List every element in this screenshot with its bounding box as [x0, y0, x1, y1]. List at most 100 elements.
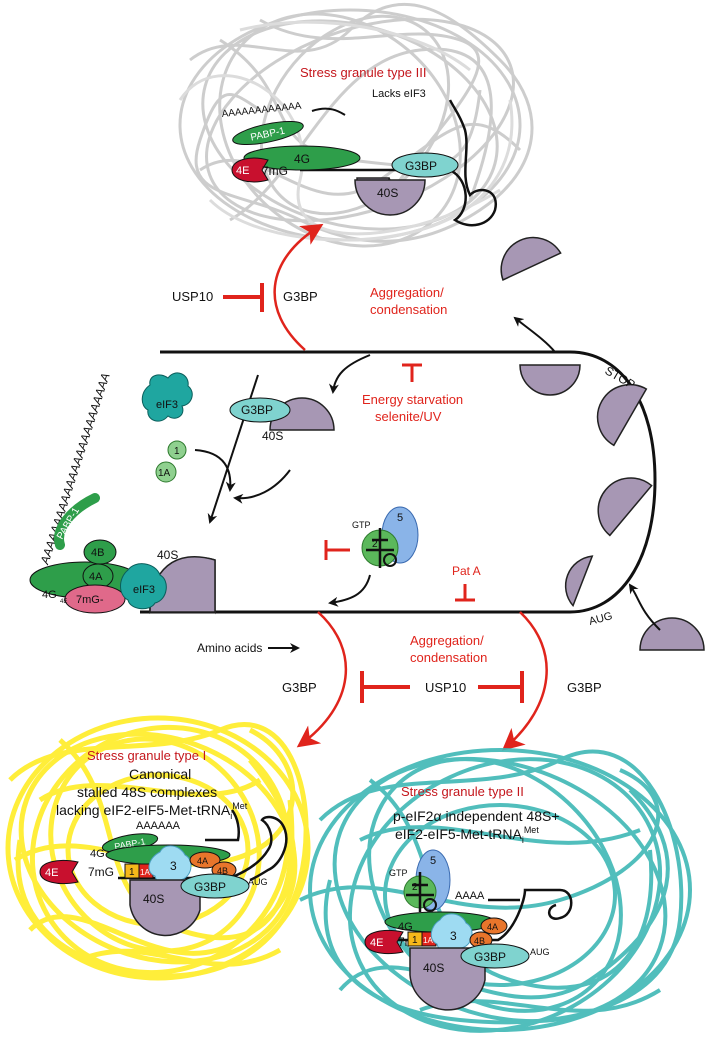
- free-40s-label: 40S: [262, 429, 283, 443]
- arrow-factors: [194, 449, 236, 492]
- granule-3-4e: [231, 157, 269, 183]
- arrow-to-top-ribosome: [513, 316, 556, 353]
- granule-2-eif2-label: 2: [412, 882, 418, 893]
- aggregation-bottom: Aggregation/: [410, 633, 484, 648]
- granule-3-g3bp-label: G3BP: [405, 159, 437, 173]
- granule-2-polya: AAAA: [455, 890, 485, 902]
- granule-3-pabp: [232, 120, 304, 146]
- granule-3-40s-dome: [354, 179, 426, 216]
- granule-1-4g-label: 4G: [90, 848, 105, 860]
- pic-4g-label: 4G: [42, 589, 57, 601]
- initiation-cycle: AAAAAAAAAAAAAAAAAAAAAAAAA STOP AUG USP10…: [29, 223, 705, 751]
- granule-2-trna-loop: [423, 898, 437, 912]
- granule-2-40s: [409, 947, 486, 1011]
- arrow-40s-join: [233, 469, 291, 504]
- ribosome-loop-4: [564, 555, 594, 608]
- granule-2-tangle: [299, 748, 692, 1033]
- granule-1-eif3-label: 3: [170, 859, 177, 873]
- arrow-ternary: [328, 574, 371, 607]
- polya-long: AAAAAAAAAAAAAAAAAAAAAAAAA: [37, 371, 112, 567]
- granule-1-polya: AAAAAA: [136, 820, 181, 832]
- arrow-to-granule-1: [296, 611, 348, 748]
- aug-label: AUG: [588, 610, 614, 628]
- granule-1-aug: AUG: [248, 877, 268, 887]
- ribosome-loop-3: [597, 477, 653, 537]
- usp10-bottom-label: USP10: [425, 680, 466, 695]
- granule-2-g3bp: [460, 943, 530, 969]
- pic-cap: [64, 584, 126, 614]
- granule-1-cap: 7mG: [88, 865, 114, 879]
- pic-cap-label: 7mG-: [76, 594, 104, 606]
- granule-3-tangle: [178, 2, 534, 248]
- condensation-top: condensation: [370, 302, 447, 317]
- free-eif1-label: 1: [174, 446, 180, 457]
- g3bp-top: G3BP: [283, 289, 318, 304]
- condensation-bottom: condensation: [410, 650, 487, 665]
- free-eif1a: [155, 461, 177, 483]
- arrow-release-g3bp: [328, 354, 371, 394]
- granule-1-title: Stress granule type I: [87, 748, 206, 763]
- free-eif1a-label: 1A: [158, 468, 171, 479]
- g3bp-left-label: G3BP: [282, 680, 317, 695]
- trna-cross: [366, 528, 394, 568]
- energy-line-1: Energy starvation: [362, 392, 463, 407]
- arrow-to-granule-2: [501, 611, 548, 751]
- granule-type-1: Stress granule type I Canonical stalled …: [5, 715, 311, 981]
- granule-1-line-2: stalled 48S complexes: [77, 784, 217, 800]
- pic-eif3-label: eIF3: [133, 584, 155, 596]
- granule-2-line-2: eIF2-eIF5-Met-tRNAiMet: [395, 825, 539, 845]
- granule-2-4g-label: 4G: [398, 921, 413, 933]
- granule-2-4b-label: 4B: [474, 936, 485, 946]
- pic-4e-label: 4E: [60, 599, 67, 605]
- granule-3-tangle-light: [178, 20, 514, 242]
- granule-3-g3bp: [391, 152, 459, 178]
- free-g3bp: [229, 397, 291, 423]
- granule-3-cap: 7mG: [262, 164, 288, 178]
- pic-eif3: [120, 563, 167, 610]
- granule-2-line-2-sub: i: [522, 835, 524, 845]
- granule-1-line-3-main: lacking eIF2-eIF5-Met-tRNA: [56, 802, 231, 818]
- usp10-top: USP10: [172, 289, 213, 304]
- pic-4a-label: 4A: [89, 571, 103, 583]
- granule-2-trna: [406, 872, 434, 912]
- free-eif3: [141, 372, 193, 422]
- granule-1-4e-label: 4E: [45, 867, 58, 879]
- granule-1-4a: [189, 851, 221, 869]
- granule-2-eif5-label: 5: [430, 855, 436, 867]
- granule-1-g3bp-label: G3BP: [194, 880, 226, 894]
- energy-line-2: selenite/UV: [375, 409, 442, 424]
- ribosome-loop-1: [519, 364, 581, 396]
- granule-2-mrna: [380, 888, 573, 942]
- granule-3-title: Stress granule type III: [300, 65, 426, 80]
- ribosome-free-top: [500, 236, 562, 281]
- ribosome-loop-2: [596, 383, 648, 447]
- granule-1-40s: [129, 879, 201, 937]
- ribosome-free-bottom: [639, 617, 705, 651]
- granule-type-2: Stress granule type II p-eIF2α independe…: [299, 748, 692, 1033]
- granule-1-line-3-sup: Met: [232, 801, 248, 811]
- granule-1-eif1-label: 1: [129, 867, 135, 878]
- granule-2-4e: [364, 929, 404, 955]
- granule-3-4g-label: 4G: [294, 152, 310, 166]
- granule-2-line-2-sup: Met: [524, 825, 540, 835]
- pic-40s-label: 40S: [157, 548, 178, 562]
- g3bp-right-label: G3BP: [567, 680, 602, 695]
- granule-2-4a-label: 4A: [487, 922, 498, 932]
- granule-3-4g: [243, 145, 361, 171]
- granule-3-note: Lacks eIF3: [372, 88, 426, 100]
- granule-1-tangle: [5, 715, 311, 981]
- granule-2-line-2-main: eIF2-eIF5-Met-tRNA: [395, 826, 522, 842]
- granule-1-eif1a-label: 1A: [140, 868, 150, 877]
- gtp-label: GTP: [352, 520, 371, 530]
- eif2-label: 2: [372, 539, 378, 550]
- granule-2-aug: AUG: [530, 947, 550, 957]
- free-g3bp-label: G3BP: [241, 403, 273, 417]
- granule-3-polya-line: [311, 107, 346, 116]
- granule-1-4a-label: 4A: [197, 856, 208, 866]
- granule-1-4b-label: 4B: [217, 866, 228, 876]
- granule-3-4e-label: 4E: [236, 165, 249, 177]
- trna-loop: [383, 553, 397, 567]
- granule-2-g3bp-label: G3BP: [474, 950, 506, 964]
